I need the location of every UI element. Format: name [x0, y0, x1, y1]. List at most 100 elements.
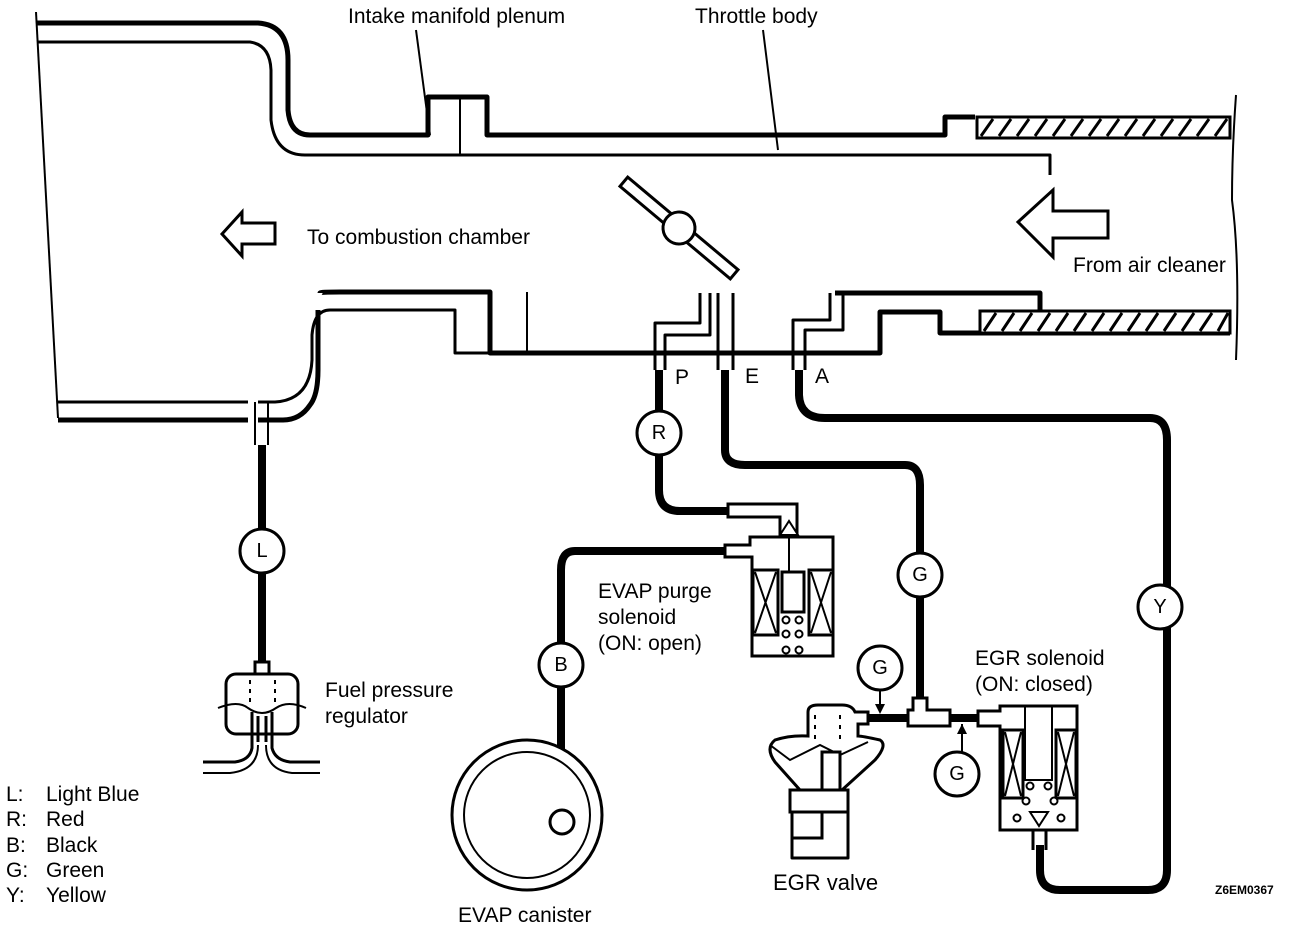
tag-circle-y: [1136, 583, 1184, 631]
lower-step: [835, 290, 1043, 311]
hatch-stroke: [1090, 312, 1106, 332]
hatch-stroke: [1159, 118, 1175, 137]
label-egr-solenoid-line2: (ON: closed): [975, 673, 1093, 696]
tag-circle-r: [635, 409, 683, 457]
color-legend: L: Light Blue R: Red B: Black G: Green Y…: [6, 783, 139, 907]
legend-color: Yellow: [46, 884, 107, 907]
hatch-stroke: [1015, 118, 1031, 137]
hatch-stroke: [1033, 118, 1049, 137]
tag-r: R: [652, 422, 666, 444]
hose-canister-b: [557, 547, 725, 810]
intake-housing: [35, 11, 1239, 445]
port-label-p: P: [675, 366, 689, 389]
hatch-stroke: [1087, 118, 1103, 137]
label-from-air-cleaner: From air cleaner: [1073, 254, 1226, 277]
label-to-combustion-chamber: To combustion chamber: [307, 226, 530, 249]
leader-throttle-body: [762, 29, 779, 151]
port-a-channel: [791, 293, 845, 370]
hatch-stroke: [1180, 312, 1196, 332]
port-e-channel: [716, 293, 735, 370]
hatch-stroke: [1069, 118, 1085, 137]
tag-circle-b: [537, 641, 585, 689]
label-evap-purge-line3: (ON: open): [598, 632, 702, 655]
leader-intake-manifold-plenum: [415, 29, 431, 136]
hatch-stroke: [1213, 118, 1229, 137]
label-fpr-line1: Fuel pressure: [325, 679, 453, 702]
hose-air-port-y: [795, 370, 1171, 894]
legend-code: B:: [6, 834, 26, 857]
label-fpr-line2: regulator: [325, 705, 408, 728]
upper-gasket: [975, 115, 1232, 140]
hatch-stroke: [982, 312, 998, 332]
tag-circle-l: [238, 527, 286, 575]
legend-code: G:: [6, 859, 28, 882]
hatch-stroke: [1018, 312, 1034, 332]
port-label-a: A: [815, 365, 829, 388]
legend-color: Black: [46, 834, 98, 857]
evap-canister-icon: [450, 738, 604, 892]
hatch-stroke: [1072, 312, 1088, 332]
hatch-stroke: [1054, 312, 1070, 332]
hatch-stroke: [1051, 118, 1067, 137]
legend-color: Green: [46, 859, 104, 882]
hoses: [258, 370, 1171, 894]
tag-b: B: [554, 654, 567, 676]
lower-inner-wall: [58, 308, 490, 404]
fuel-pressure-regulator-icon: [203, 660, 320, 774]
hatch-stroke: [1177, 118, 1193, 137]
hatch-stroke: [997, 118, 1013, 137]
hatch-stroke: [1108, 312, 1124, 332]
legend-code: R:: [6, 808, 27, 831]
legend-color: Red: [46, 808, 85, 831]
hose-egr-port-g: [721, 370, 924, 698]
hatch-stroke: [1162, 312, 1178, 332]
right-break-line: [1230, 94, 1239, 361]
label-evap-purge-line1: EVAP purge: [598, 580, 712, 603]
hatch-stroke: [1198, 312, 1214, 332]
hatch-stroke: [1144, 312, 1160, 332]
hatch-stroke: [1000, 312, 1016, 332]
egr-valve-icon: [768, 703, 885, 860]
lower-outer-wall-upper: [317, 289, 1230, 356]
throttle-valve-icon: [617, 175, 741, 281]
tag-y: Y: [1153, 596, 1166, 618]
upper-inner-wall: [38, 40, 1052, 175]
hatch-stroke: [1036, 312, 1052, 332]
evap-purge-solenoid-icon: [723, 502, 835, 658]
label-egr-solenoid-line1: EGR solenoid: [975, 647, 1105, 670]
left-break-line: [35, 11, 59, 419]
label-throttle-body: Throttle body: [695, 5, 818, 28]
egr-solenoid-icon: [976, 704, 1079, 850]
label-evap-canister: EVAP canister: [458, 904, 591, 927]
flow-arrow-left-icon: [219, 208, 277, 260]
flow-arrow-from-air-cleaner-icon: [1015, 186, 1110, 261]
hatch-stroke: [1123, 118, 1139, 137]
upper-outer-wall: [36, 20, 975, 138]
label-evap-purge-line2: solenoid: [598, 606, 676, 629]
hose-purge-r: [655, 370, 728, 515]
lower-gasket-hatching: [982, 312, 1230, 332]
tee-connector: [906, 696, 952, 728]
tag-g-port: G: [912, 564, 928, 586]
lower-outer-wall: [58, 310, 321, 423]
tag-g-valve-arrow-icon: [875, 704, 885, 714]
tag-g-solenoid: G: [949, 763, 965, 785]
tag-g-solenoid-arrow-icon: [957, 724, 967, 734]
port-p-channel: [653, 293, 712, 370]
legend-code: L:: [6, 783, 24, 806]
vacuum-ports: P E A: [653, 293, 845, 389]
tag-circle-g-solenoid: [933, 750, 981, 798]
hatch-stroke: [979, 118, 995, 137]
tag-l: L: [256, 540, 267, 562]
legend-code: Y:: [6, 884, 25, 907]
hose-tags: L R B G Y G G: [238, 409, 1184, 798]
port-label-e: E: [745, 365, 759, 388]
fpr-tube-stub: [254, 402, 269, 445]
hatch-stroke: [1195, 118, 1211, 137]
hatch-stroke: [1141, 118, 1157, 137]
tag-g-valve: G: [872, 657, 888, 679]
label-egr-valve: EGR valve: [773, 870, 878, 895]
figure-code: Z6EM0367: [1215, 883, 1274, 897]
tag-circle-g-port: [896, 551, 944, 599]
